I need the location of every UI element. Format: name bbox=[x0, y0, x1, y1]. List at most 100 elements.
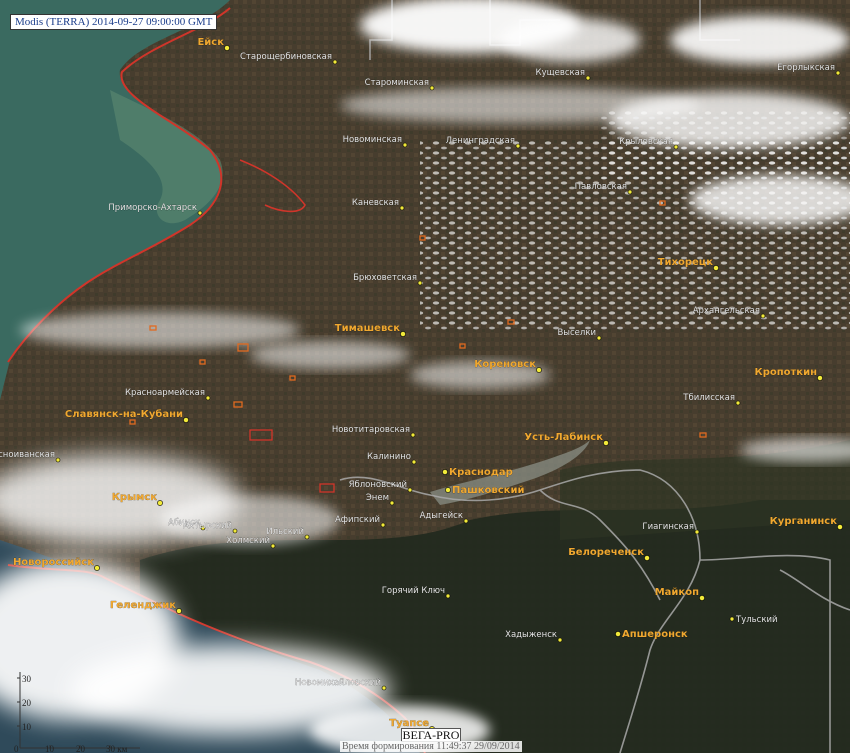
city-46-marker bbox=[381, 685, 387, 691]
krasnodar-reservoir bbox=[430, 440, 590, 505]
cumulus-field-2 bbox=[600, 110, 850, 180]
city-30-marker bbox=[463, 518, 469, 524]
city-26-marker bbox=[407, 487, 413, 493]
city-19-marker bbox=[735, 400, 741, 406]
city-33-label: Ильский bbox=[266, 527, 304, 537]
sea-azov bbox=[0, 0, 230, 400]
city-6-label: Ленинградская bbox=[446, 136, 515, 146]
city-21-marker bbox=[410, 432, 416, 438]
city-9-label: Приморско-Ахтарск bbox=[108, 203, 197, 213]
city-3-label: Кущевская bbox=[536, 68, 585, 78]
city-39-marker bbox=[94, 565, 100, 571]
city-11-marker bbox=[713, 265, 719, 271]
city-20-marker bbox=[183, 417, 189, 423]
scale-x-10: 10 bbox=[45, 744, 55, 753]
map-scale bbox=[17, 672, 140, 749]
city-46-label: Новомихайловский bbox=[295, 678, 381, 688]
scale-x-30: 30 км bbox=[106, 744, 128, 753]
city-17-marker bbox=[817, 375, 823, 381]
scale-y-20: 20 bbox=[22, 698, 32, 708]
city-42-label: Майкоп bbox=[655, 587, 699, 598]
city-14-label: Тимашевск bbox=[335, 323, 400, 334]
city-9-marker bbox=[197, 210, 203, 216]
city-10-label: Каневская bbox=[352, 198, 399, 208]
city-2-label: Староминская bbox=[365, 78, 429, 88]
city-35-marker bbox=[270, 543, 276, 549]
city-32-marker bbox=[232, 528, 238, 534]
azov-shallows bbox=[110, 90, 223, 224]
city-0-label: Ейск bbox=[197, 37, 224, 48]
city-23-marker bbox=[411, 459, 417, 465]
city-12-marker bbox=[417, 280, 423, 286]
city-38-marker bbox=[644, 555, 650, 561]
city-24-label: Красноиванская bbox=[0, 450, 55, 460]
city-36-label: Гиагинская bbox=[642, 522, 694, 532]
city-32-label: Ахтырский bbox=[183, 521, 232, 531]
city-29-label: Энем bbox=[366, 493, 389, 503]
city-10-marker bbox=[399, 205, 405, 211]
city-3-marker bbox=[585, 75, 591, 81]
city-5-label: Новоминская bbox=[343, 135, 402, 145]
city-44-marker bbox=[557, 637, 563, 643]
city-40-marker bbox=[445, 593, 451, 599]
city-5-marker bbox=[402, 142, 408, 148]
city-13-marker bbox=[760, 313, 766, 319]
city-27-marker bbox=[445, 487, 451, 493]
city-21-label: Новотитаровская bbox=[332, 425, 410, 435]
city-42-marker bbox=[699, 595, 705, 601]
city-34-label: Афипский bbox=[335, 515, 380, 525]
city-15-label: Выселки bbox=[557, 328, 596, 338]
image-caption: Modis (TERRA) 2014-09-27 09:00:00 GMT bbox=[10, 14, 218, 30]
city-30-label: Адыгейск bbox=[420, 511, 463, 521]
city-1-marker bbox=[332, 59, 338, 65]
city-24-marker bbox=[55, 457, 61, 463]
city-16-marker bbox=[536, 367, 542, 373]
city-43-label: Тульский bbox=[735, 615, 778, 625]
city-25-label: Краснодар bbox=[449, 467, 513, 478]
city-1-label: Старощербиновская bbox=[240, 52, 332, 62]
city-26-label: Яблоновский bbox=[349, 480, 407, 490]
city-31-marker bbox=[200, 525, 206, 531]
city-0-marker bbox=[224, 45, 230, 51]
city-28-marker bbox=[157, 500, 163, 506]
scale-y-10: 10 bbox=[22, 722, 32, 732]
city-41-label: Геленджик bbox=[110, 600, 176, 611]
city-23-label: Калинино bbox=[367, 452, 411, 462]
city-41-marker bbox=[176, 608, 182, 614]
city-34-marker bbox=[380, 522, 386, 528]
coastline-azov bbox=[7, 7, 231, 363]
city-28-label: Крымск bbox=[112, 492, 157, 503]
city-22-marker bbox=[603, 440, 609, 446]
city-37-marker bbox=[837, 524, 843, 530]
city-33-marker bbox=[304, 534, 310, 540]
city-25-marker bbox=[442, 469, 448, 475]
city-4-marker bbox=[835, 70, 841, 76]
city-7-label: Крыловская bbox=[619, 137, 673, 147]
city-4-label: Егорлыкская bbox=[777, 63, 835, 73]
city-2-marker bbox=[429, 85, 435, 91]
brand-label: ВЕГА-PRO bbox=[401, 728, 461, 742]
city-45-marker bbox=[615, 631, 621, 637]
city-18-label: Красноармейская bbox=[125, 388, 205, 398]
city-7-marker bbox=[673, 144, 679, 150]
city-43-marker bbox=[729, 616, 735, 622]
city-14-marker bbox=[400, 331, 406, 337]
city-37-label: Курганинск bbox=[770, 516, 838, 527]
city-8-marker bbox=[627, 189, 633, 195]
city-8-label: Павловская bbox=[575, 182, 627, 192]
city-47-label: Туапсе bbox=[389, 718, 429, 729]
city-22-label: Усть-Лабинск bbox=[524, 431, 603, 443]
scale-y-30: 30 bbox=[22, 674, 32, 684]
city-12-label: Брюховетская bbox=[353, 273, 417, 283]
city-44-label: Хадыженск bbox=[505, 630, 557, 640]
scale-x-0: 0 bbox=[14, 744, 19, 753]
fire-spots bbox=[129, 200, 707, 493]
city-19-label: Тбилисская bbox=[682, 393, 735, 403]
city-20-label: Славянск-на-Кубани bbox=[65, 408, 183, 420]
forest-region-east bbox=[560, 440, 850, 540]
city-38-label: Белореченск bbox=[568, 547, 644, 558]
city-36-marker bbox=[694, 529, 700, 535]
city-35-label: Холмский bbox=[226, 536, 270, 546]
